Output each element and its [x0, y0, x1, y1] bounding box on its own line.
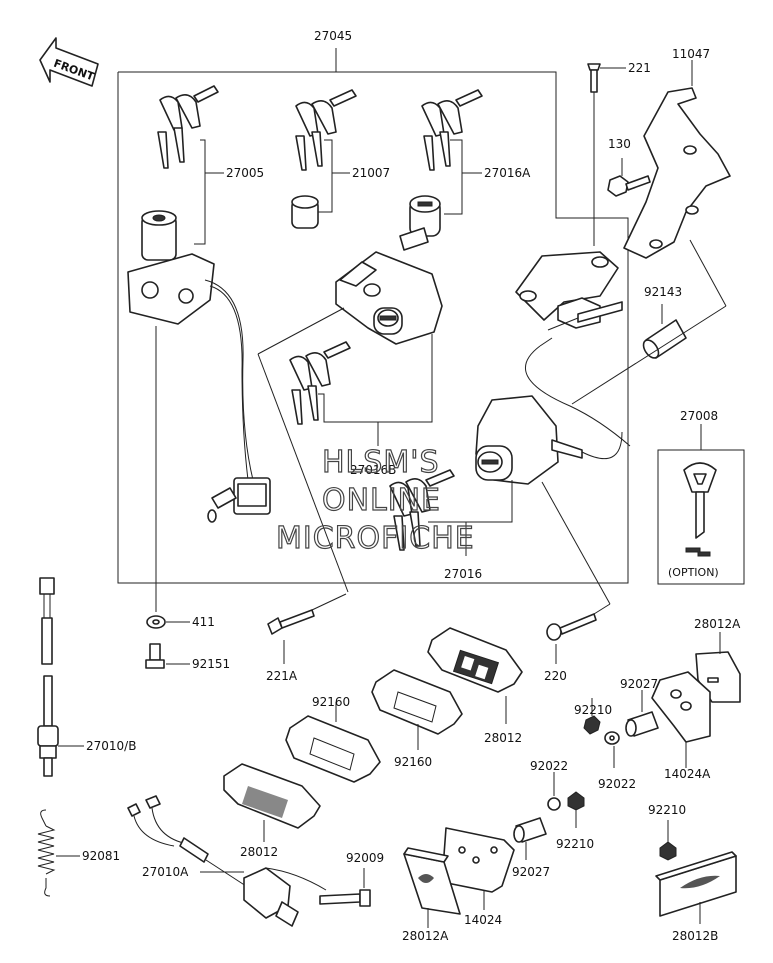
- bracket-14024: [441, 827, 515, 893]
- bolt-130: [607, 175, 651, 197]
- label-92160b: 92160: [394, 755, 432, 769]
- label-92009: 92009: [346, 851, 384, 865]
- bolt-92151: [145, 643, 165, 669]
- washer-411: [146, 615, 166, 629]
- screw-92009: [319, 889, 371, 907]
- label-411: 411: [192, 615, 215, 629]
- label-92022b: 92022: [598, 777, 636, 791]
- label-11047: 11047: [672, 47, 710, 61]
- screw-220: [546, 613, 597, 641]
- lock-cylinder-21007: [291, 195, 319, 229]
- holder-bracket: [515, 251, 631, 447]
- reflector-28012-middle: [427, 627, 523, 693]
- key-set-21007: [295, 89, 357, 171]
- label-92081: 92081: [82, 849, 120, 863]
- label-92210c: 92210: [648, 803, 686, 817]
- lock-cylinder-27016A: [399, 195, 441, 251]
- switch-27010B: [37, 577, 59, 777]
- watermark: HLSM'S ONLINE MICROFICHE: [275, 444, 475, 556]
- label-28012A2: 28012A: [402, 929, 449, 943]
- label-28012b: 28012: [484, 731, 522, 745]
- label-14024: 14024: [464, 913, 502, 927]
- label-92022a: 92022: [530, 759, 568, 773]
- label-92027a: 92027: [620, 677, 658, 691]
- helmet-lock-27016: [475, 395, 623, 485]
- spring-92081: [37, 809, 56, 897]
- label-27005: 27005: [226, 166, 264, 180]
- label-27016A: 27016A: [484, 166, 531, 180]
- nut-92210-middle: [567, 791, 585, 811]
- key-set-27016: [389, 469, 455, 551]
- bracket-14024A: [651, 671, 711, 743]
- seat-lock-27016B: [335, 251, 443, 345]
- gasket-92160-right: [371, 669, 463, 735]
- label-21007: 21007: [352, 166, 390, 180]
- watermark-line2: ONLINE: [322, 483, 441, 518]
- label-27045: 27045: [314, 29, 352, 43]
- label-28012a: 28012: [240, 845, 278, 859]
- label-27016B: 27016B: [350, 463, 396, 477]
- key-set-27016B: [289, 341, 351, 425]
- bracket-11047: [623, 87, 731, 259]
- label-92210b: 92210: [556, 837, 594, 851]
- nut-92210-far-right: [659, 841, 677, 861]
- label-27016: 27016: [444, 567, 482, 581]
- label-221: 221: [628, 61, 651, 75]
- watermark-line3: MICROFICHE: [276, 521, 475, 556]
- collar-92027-right: [625, 711, 659, 737]
- reflector-28012-left: [223, 763, 321, 829]
- label-220: 220: [544, 669, 567, 683]
- label-27010B: 27010/B: [86, 739, 136, 753]
- reflector-28012B: [655, 851, 737, 917]
- label-130: 130: [608, 137, 631, 151]
- washer-92022-right: [604, 731, 620, 745]
- label-92210a: 92210: [574, 703, 612, 717]
- screw-221: [587, 63, 601, 93]
- collar-92143: [642, 319, 687, 359]
- collar-92027-middle: [513, 817, 547, 843]
- watermark-line1: HLSM'S: [322, 445, 440, 480]
- label-14024A: 14024A: [664, 767, 711, 781]
- front-arrow-icon: FRONT: [39, 37, 99, 87]
- ignition-switch: [127, 210, 271, 523]
- assembly-frame: [117, 48, 629, 584]
- key-set-27016A: [421, 89, 483, 171]
- label-28012A1: 28012A: [694, 617, 741, 631]
- screw-221A: [267, 609, 315, 635]
- washer-92022-middle: [547, 797, 561, 811]
- label-92160a: 92160: [312, 695, 350, 709]
- label-221A: 221A: [266, 669, 298, 683]
- key-set-27005: [157, 85, 219, 169]
- label-92151: 92151: [192, 657, 230, 671]
- nut-92210-right: [583, 715, 601, 735]
- label-28012B: 28012B: [672, 929, 718, 943]
- reflector-28012A-bottom: [403, 847, 461, 915]
- label-27008: 27008: [680, 409, 718, 423]
- gasket-92160-left: [285, 715, 381, 783]
- switch-27010A: [127, 795, 327, 927]
- label-92143: 92143: [644, 285, 682, 299]
- option-key-box: [657, 424, 745, 585]
- label-92027b: 92027: [512, 865, 550, 879]
- label-option: (OPTION): [668, 566, 719, 579]
- label-27010A: 27010A: [142, 865, 189, 879]
